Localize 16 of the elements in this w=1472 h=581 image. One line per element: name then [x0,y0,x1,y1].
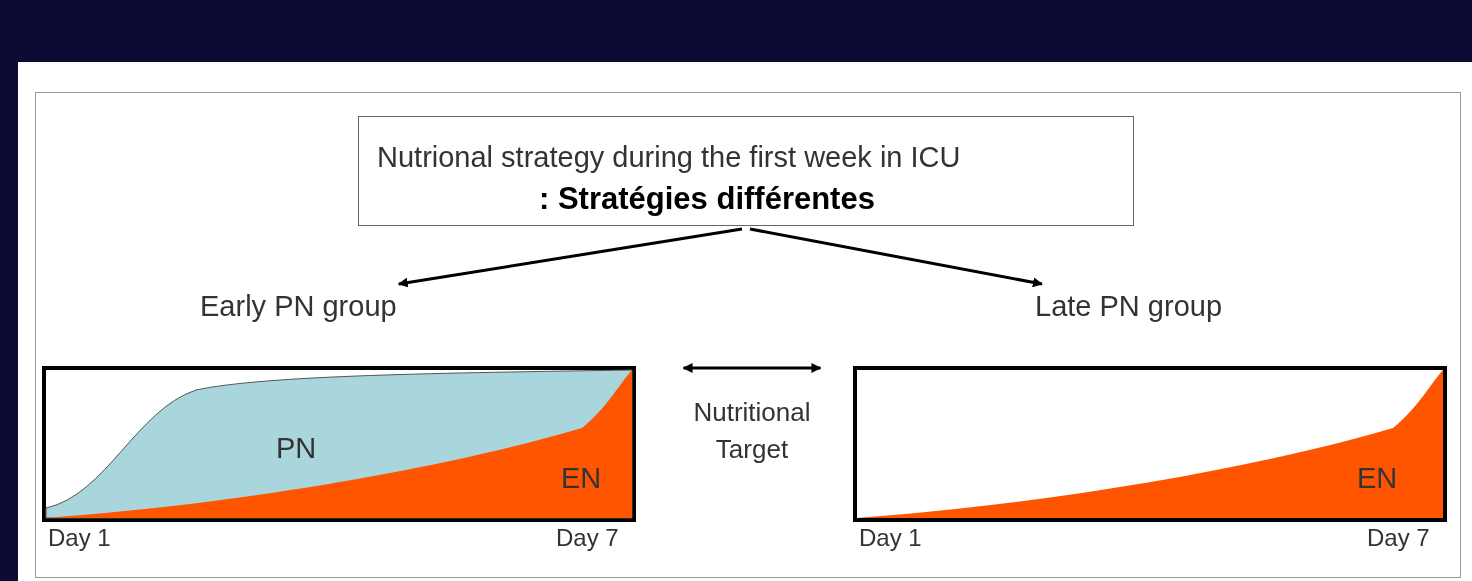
arrow [749,227,1043,288]
group-label: Late PN group [1035,290,1222,323]
area-label: EN [561,462,602,495]
title-box [358,116,1134,226]
area-label: PN [276,432,317,465]
arrow [682,363,822,373]
arrow [397,227,743,288]
box-text: Nutrional strategy during the first week in ICU [377,140,962,175]
axis-label: Day 7 [1367,524,1430,552]
axis-label: Day 1 [859,524,922,552]
edge-label: Nutritional Target [692,396,812,466]
axis-label: Day 1 [48,524,111,552]
area-label: EN [1357,462,1398,495]
axis-label: Day 7 [556,524,619,552]
overlay-text: : Stratégies différentes [539,181,875,217]
group-label: Early PN group [200,290,397,323]
